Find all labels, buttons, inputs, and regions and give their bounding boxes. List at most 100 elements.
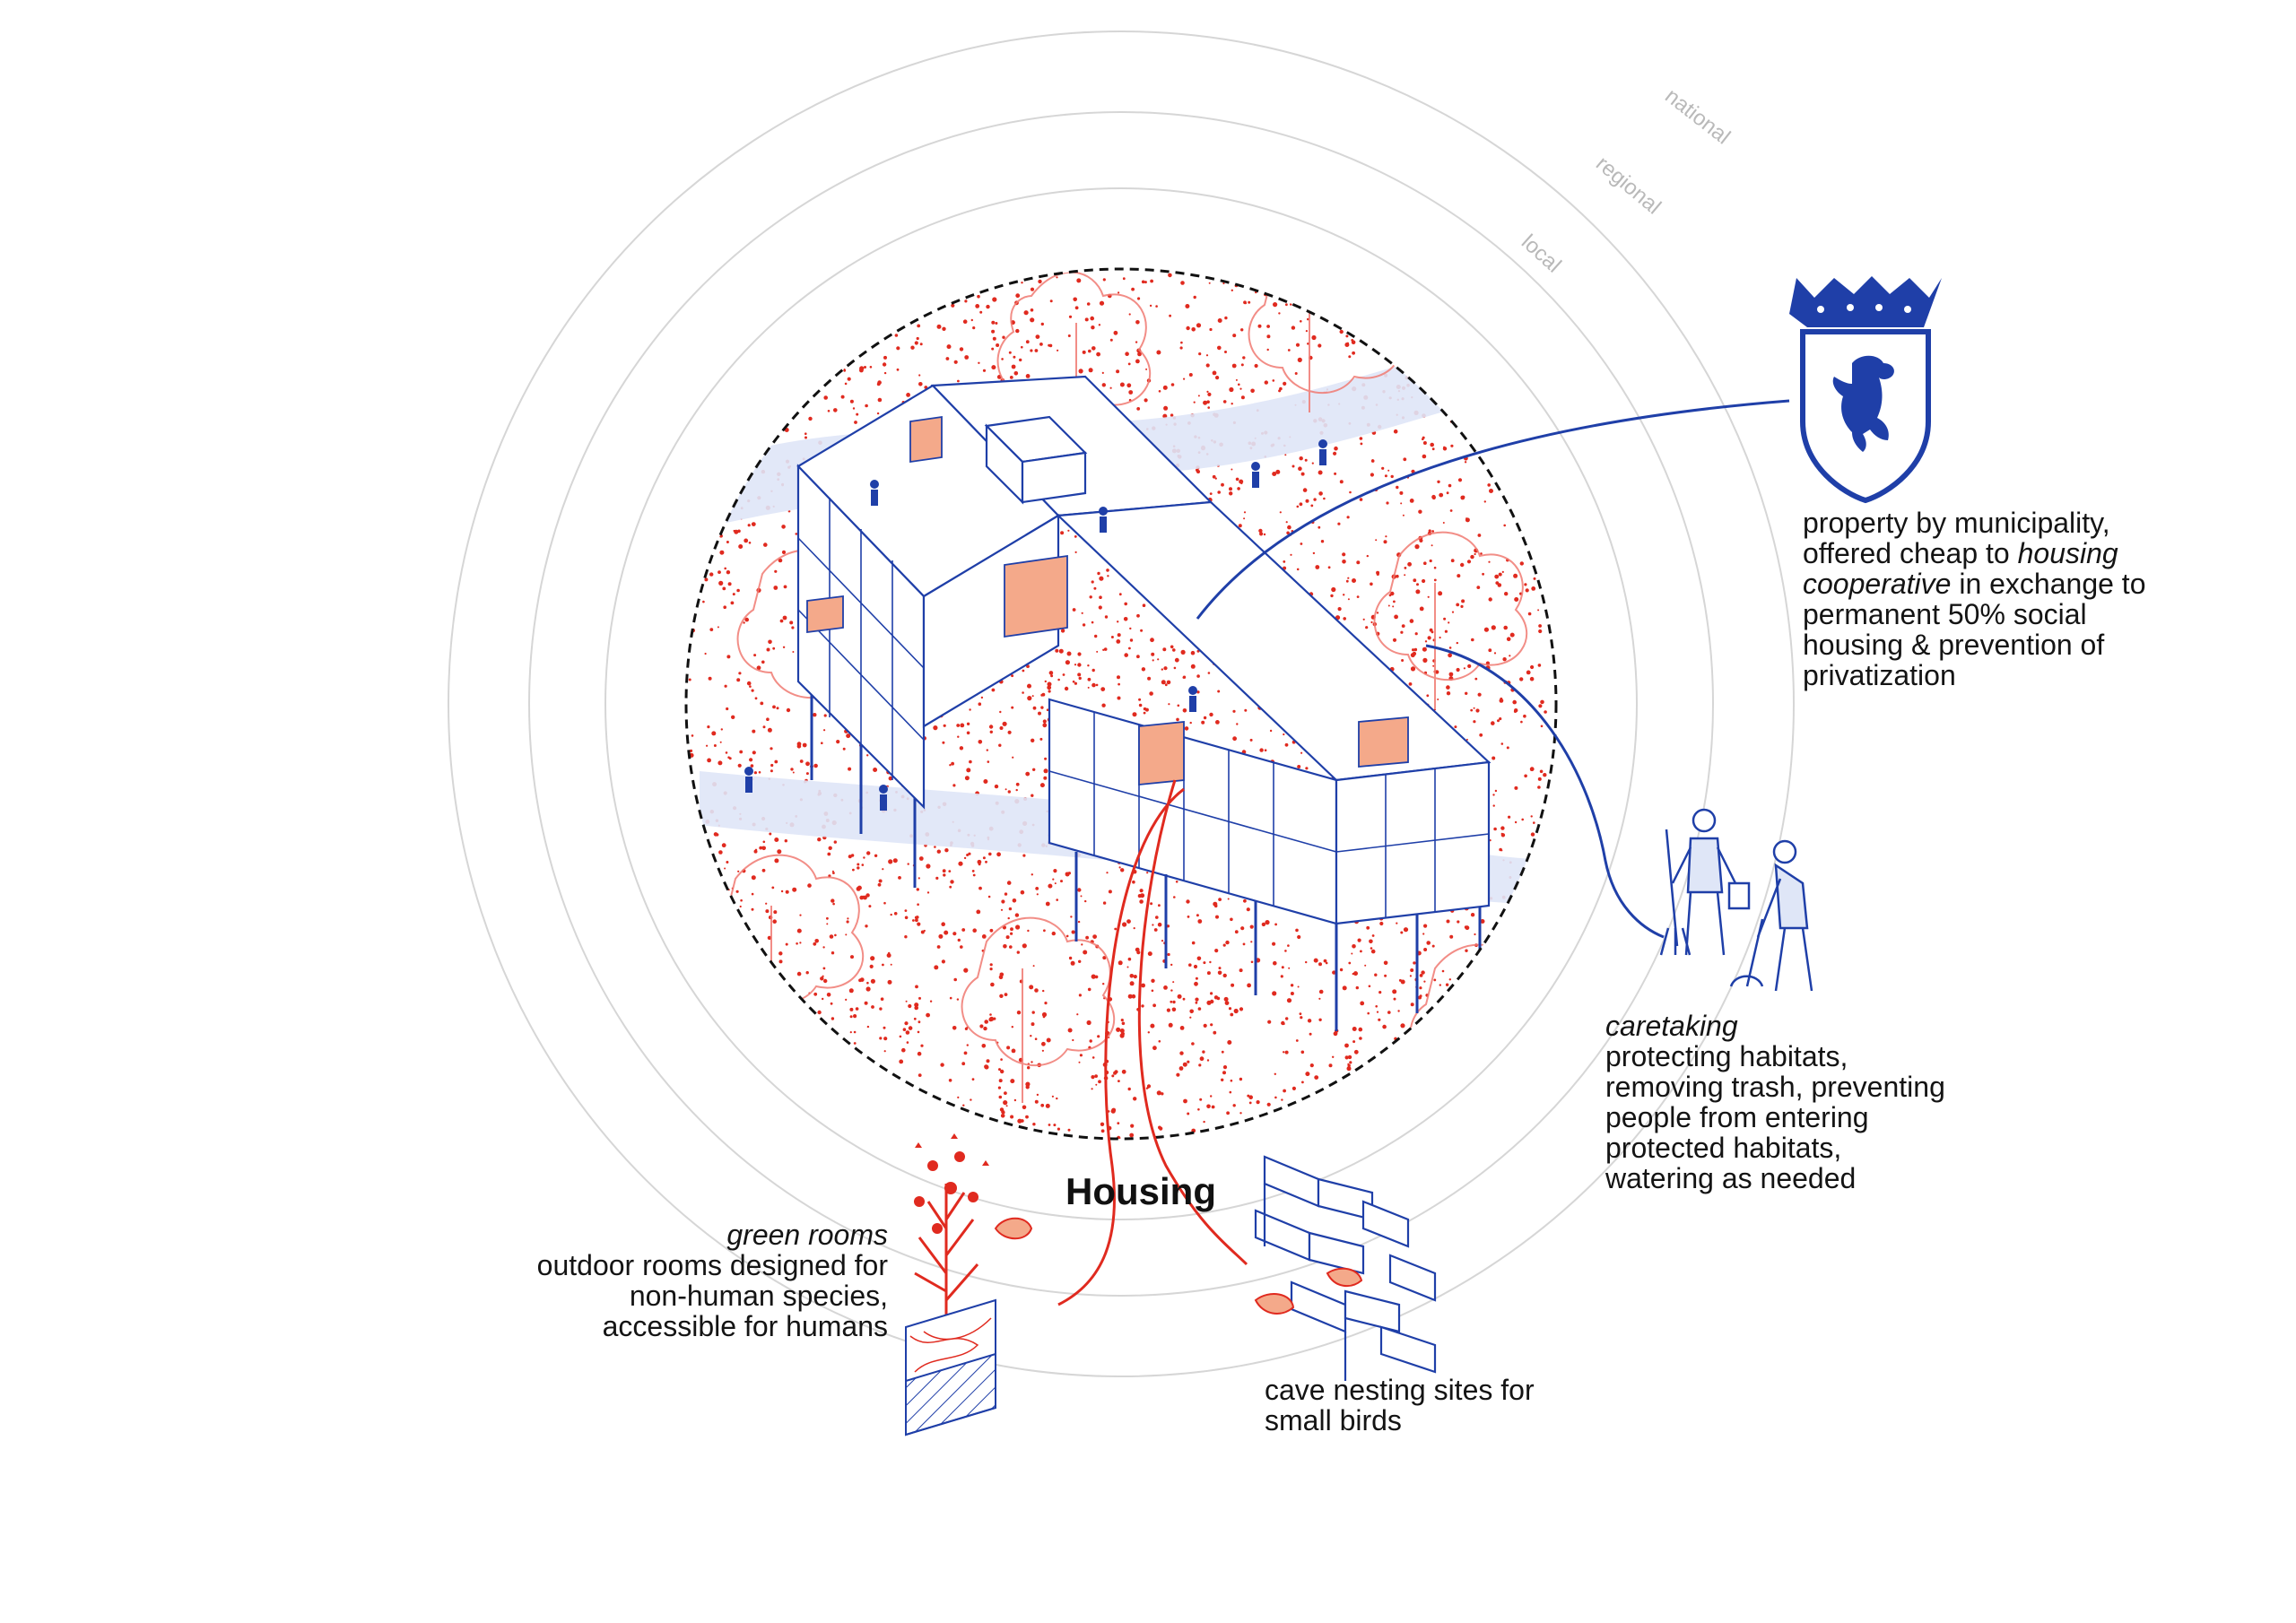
vegetation-dot <box>1032 768 1036 771</box>
vegetation-dot <box>1051 931 1057 936</box>
vegetation-dot <box>1256 1100 1260 1105</box>
vegetation-dot <box>918 374 921 377</box>
vegetation-dot <box>1300 1050 1305 1055</box>
vegetation-dot <box>983 779 988 784</box>
vegetation-dot <box>1044 1002 1048 1005</box>
vegetation-dot <box>1168 703 1170 706</box>
vegetation-dot <box>1427 595 1430 598</box>
vegetation-dot <box>951 761 954 766</box>
vegetation-dot <box>789 621 794 625</box>
vegetation-dot <box>1538 624 1542 628</box>
vegetation-dot <box>1232 709 1236 713</box>
vegetation-dot <box>1031 794 1034 797</box>
vegetation-dot <box>1074 551 1077 554</box>
vegetation-dot <box>1328 1063 1333 1068</box>
vegetation-dot <box>1196 690 1200 694</box>
vegetation-dot <box>999 726 1004 730</box>
vegetation-dot <box>1339 480 1344 484</box>
vegetation-dot <box>1016 1011 1022 1015</box>
vegetation-dot <box>1189 1016 1192 1019</box>
vegetation-dot <box>1171 1007 1177 1012</box>
vegetation-dot <box>1094 634 1098 638</box>
vegetation-dot <box>1307 317 1309 321</box>
vegetation-dot <box>864 366 866 369</box>
vegetation-dot <box>796 928 802 933</box>
vegetation-dot <box>799 914 802 916</box>
vegetation-dot <box>869 366 873 369</box>
vegetation-dot <box>1138 703 1143 707</box>
vegetation-dot <box>778 951 783 956</box>
vegetation-dot <box>1244 708 1248 712</box>
vegetation-dot <box>744 538 749 543</box>
municipality-line-1: property by municipality, <box>1803 507 2110 539</box>
vegetation-dot <box>1419 974 1423 977</box>
vegetation-dot <box>1473 720 1476 724</box>
vegetation-dot <box>1121 1069 1126 1074</box>
vegetation-dot <box>1000 1058 1003 1061</box>
vegetation-dot <box>1300 472 1305 476</box>
vegetation-dot <box>1052 878 1055 881</box>
vegetation-dot <box>1499 847 1502 852</box>
vegetation-dot <box>836 740 840 744</box>
vegetation-dot <box>1259 748 1264 752</box>
vegetation-dot <box>1133 927 1135 930</box>
vegetation-dot <box>1422 441 1427 445</box>
vegetation-dot <box>1423 980 1426 983</box>
vegetation-dot <box>1213 995 1219 1000</box>
vegetation-dot <box>1000 908 1004 911</box>
vegetation-dot <box>898 876 901 880</box>
vegetation-dot <box>792 887 797 892</box>
vegetation-dot <box>1537 785 1541 789</box>
vegetation-dot <box>1307 1019 1312 1023</box>
vegetation-dot <box>883 371 887 375</box>
vegetation-dot <box>857 885 862 890</box>
vegetation-dot <box>957 379 960 383</box>
vegetation-dot <box>963 1051 968 1055</box>
vegetation-dot <box>1022 854 1026 857</box>
vegetation-dot <box>1145 368 1148 370</box>
vegetation-dot <box>1104 615 1109 619</box>
vegetation-dot <box>1399 490 1404 495</box>
vegetation-dot <box>992 336 996 341</box>
vegetation-dot <box>1058 648 1064 654</box>
vegetation-dot <box>952 932 957 936</box>
vegetation-dot <box>1166 924 1170 928</box>
vegetation-dot <box>1369 939 1373 944</box>
vegetation-dot <box>913 1017 917 1020</box>
vegetation-dot <box>879 1007 883 1011</box>
vegetation-dot <box>1151 652 1155 656</box>
vegetation-dot <box>1508 815 1511 819</box>
vegetation-dot <box>918 877 920 880</box>
vegetation-dot <box>963 856 967 860</box>
vegetation-dot <box>953 360 958 364</box>
vegetation-dot <box>718 570 721 574</box>
vegetation-dot <box>1000 1069 1004 1074</box>
vegetation-dot <box>1175 881 1178 883</box>
vegetation-dot <box>1067 1028 1073 1033</box>
vegetation-dot <box>1117 696 1121 700</box>
vegetation-dot <box>1419 986 1422 990</box>
vegetation-dot <box>999 994 1004 999</box>
vegetation-dot <box>763 542 768 547</box>
vegetation-dot <box>1126 383 1132 388</box>
vegetation-dot <box>1132 880 1135 884</box>
vegetation-dot <box>832 872 835 874</box>
vegetation-dot <box>887 979 892 985</box>
vegetation-dot <box>1283 1089 1286 1093</box>
vegetation-dot <box>1337 522 1341 525</box>
vegetation-dot <box>1017 1118 1022 1124</box>
vegetation-dot <box>1266 334 1271 339</box>
vegetation-dot <box>844 382 848 386</box>
vegetation-dot <box>1039 783 1045 788</box>
vegetation-field <box>688 269 1556 1139</box>
vegetation-dot <box>807 883 812 888</box>
vegetation-dot <box>791 626 795 629</box>
vegetation-dot <box>984 1064 988 1069</box>
vegetation-dot <box>1438 591 1443 596</box>
vegetation-dot <box>1379 921 1384 926</box>
vegetation-dot <box>1094 1074 1098 1078</box>
vegetation-dot <box>964 299 968 303</box>
vegetation-dot <box>1176 1072 1180 1077</box>
vegetation-dot <box>1067 872 1071 875</box>
municipality-line-6: privatization <box>1803 659 1956 691</box>
